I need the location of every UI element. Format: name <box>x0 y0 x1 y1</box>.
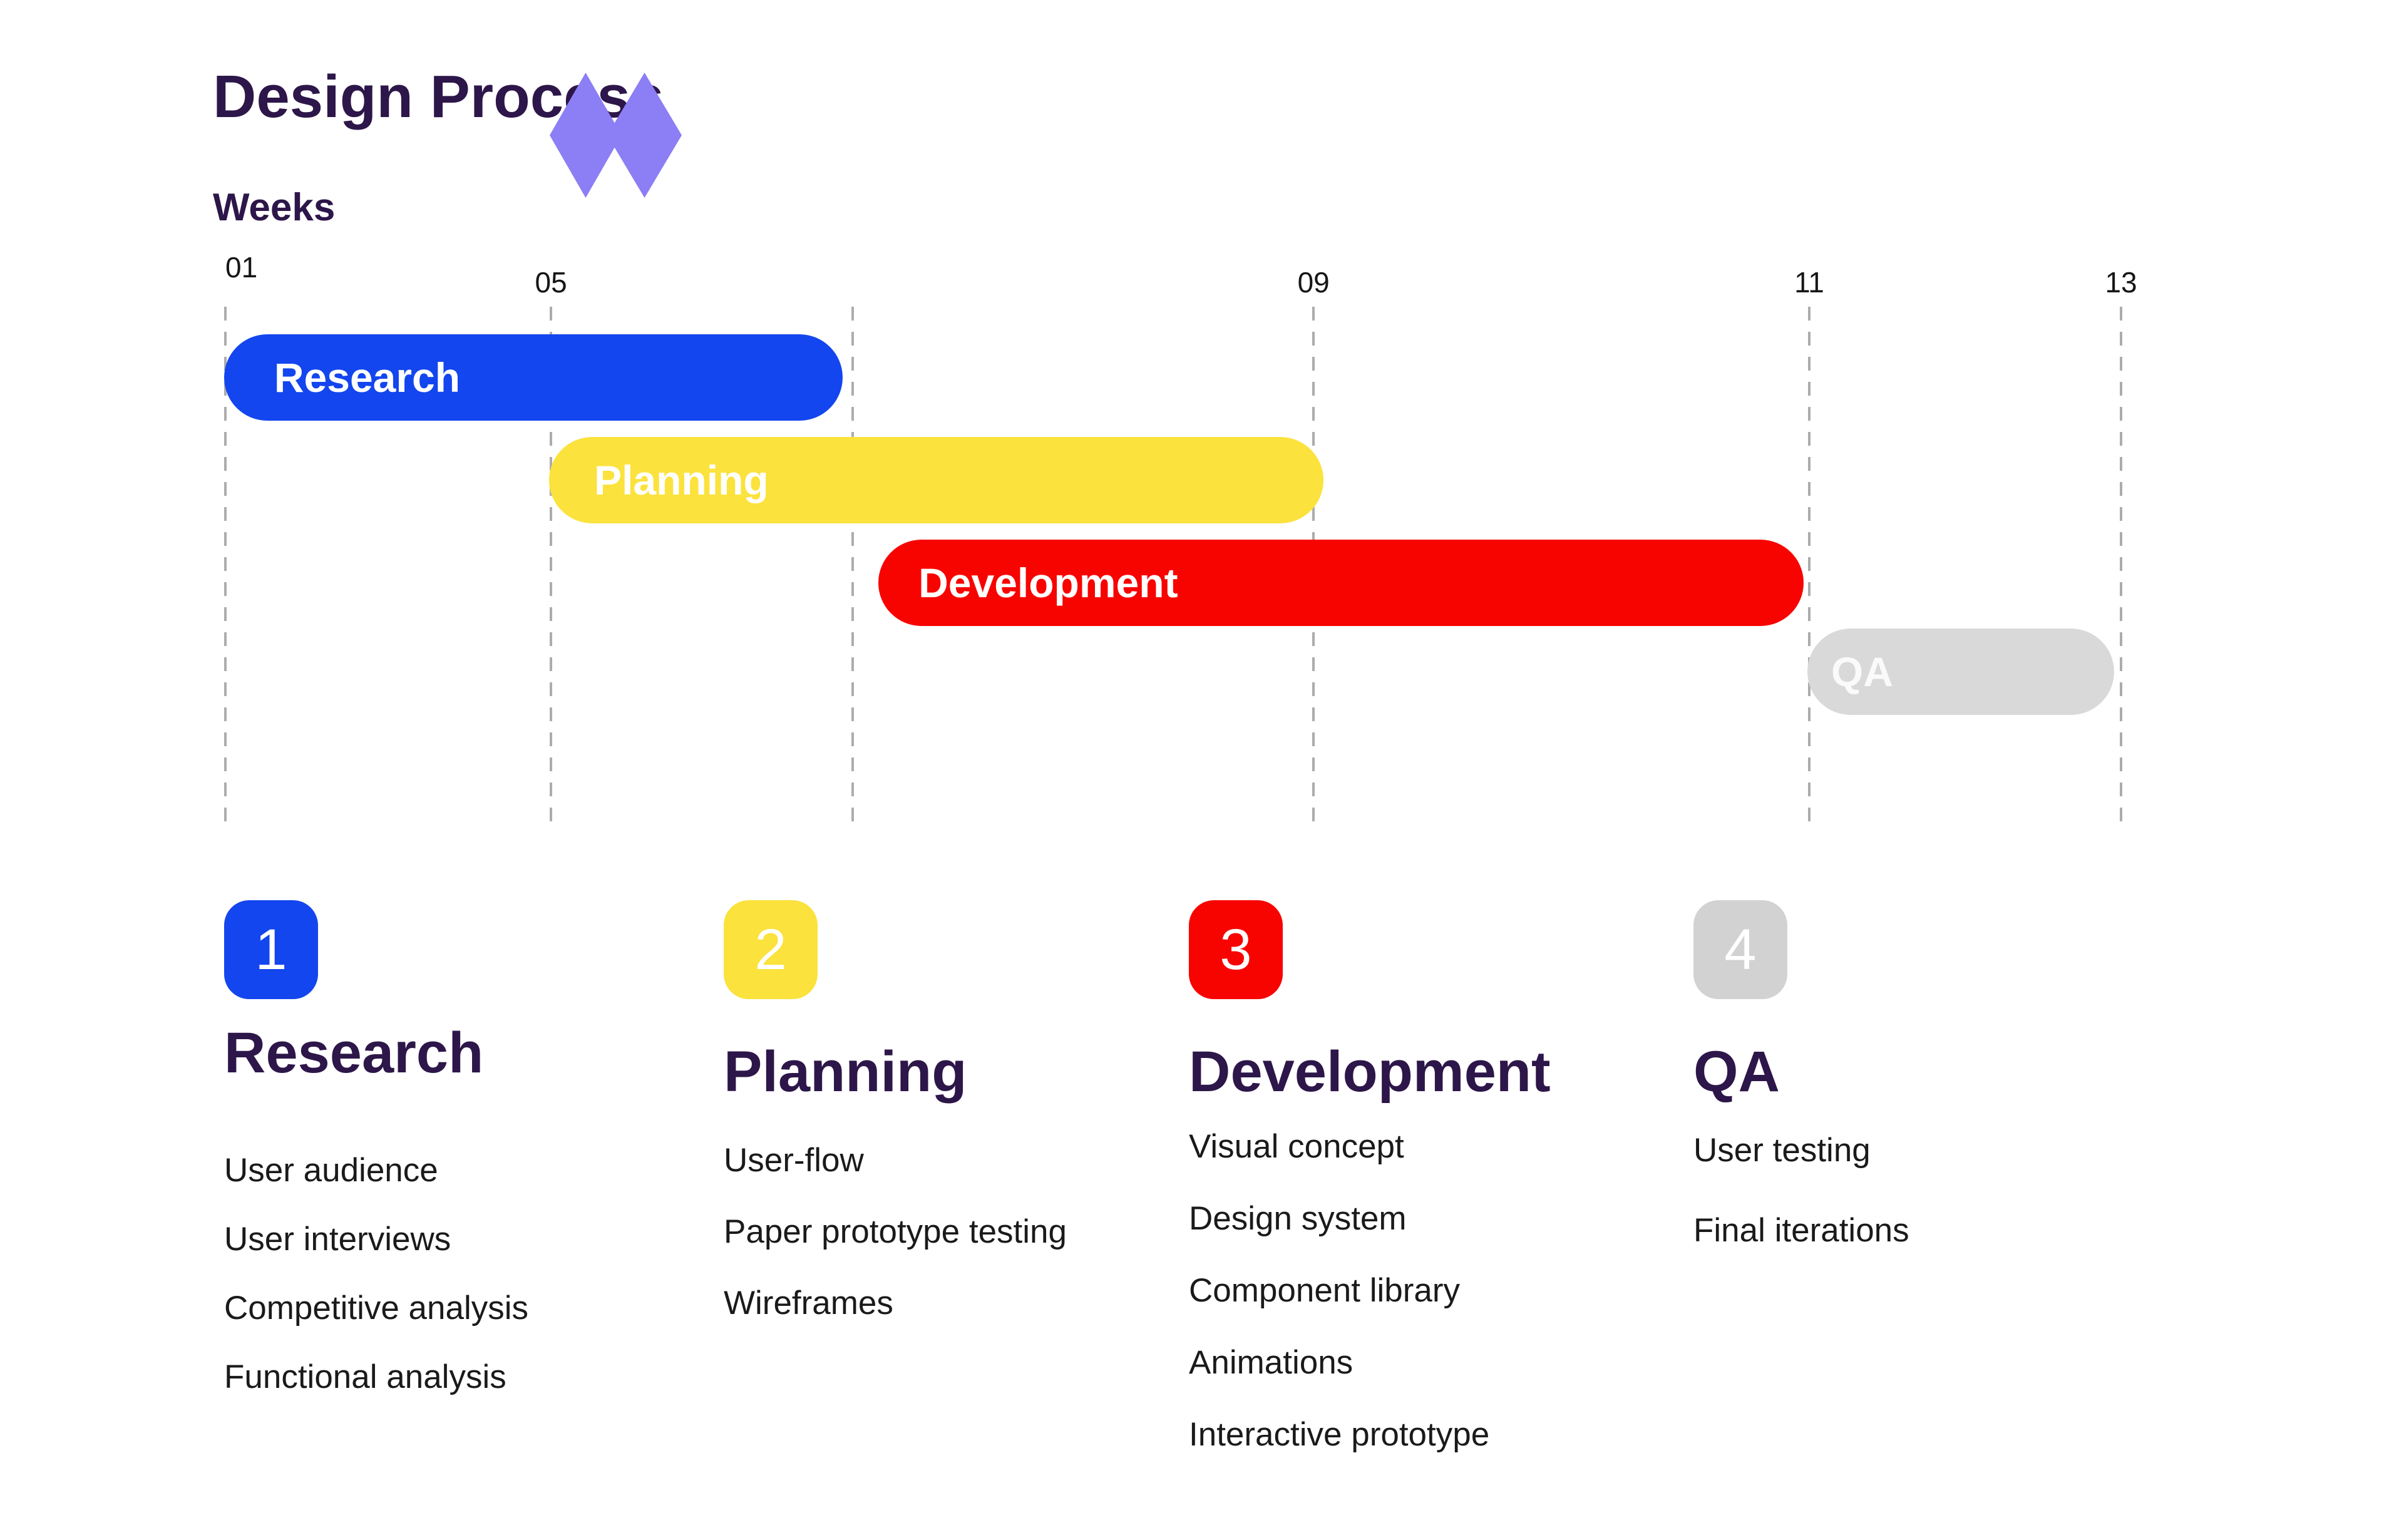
grid-line <box>550 307 553 825</box>
task-item: User testing <box>1693 1132 1871 1169</box>
task-item: User-flow <box>724 1142 864 1179</box>
gantt-bar-planning: Planning <box>549 437 1323 523</box>
task-item: Interactive prototype <box>1189 1416 1490 1453</box>
axis-title-weeks: Weeks <box>213 186 336 229</box>
phase-number-badge: 3 <box>1189 900 1283 999</box>
grid-line <box>224 307 227 825</box>
grid-line <box>851 307 855 825</box>
phase-number-badge: 2 <box>724 900 818 999</box>
task-item: Competitive analysis <box>224 1290 529 1327</box>
phase-number-badge: 1 <box>224 900 318 999</box>
gantt-bar-qa: QA <box>1807 629 2114 715</box>
task-item: Paper prototype testing <box>724 1213 1067 1250</box>
task-item: Design system <box>1189 1200 1407 1237</box>
gantt-bar-development: Development <box>878 540 1804 626</box>
phase-title: Development <box>1189 1040 1551 1104</box>
task-item: Animations <box>1189 1344 1354 1381</box>
task-item: User interviews <box>224 1221 451 1258</box>
axis-tick-label: 01 <box>225 251 258 284</box>
task-item: User audience <box>224 1152 438 1189</box>
task-item: Functional analysis <box>224 1358 506 1395</box>
phase-title: Planning <box>724 1040 967 1104</box>
task-item: Final iterations <box>1693 1212 1909 1249</box>
task-item: Component library <box>1189 1272 1461 1309</box>
axis-tick-label: 05 <box>535 266 567 299</box>
phase-title: Research <box>224 1021 484 1085</box>
task-item: Wireframes <box>724 1285 893 1322</box>
grid-line <box>2120 307 2123 825</box>
axis-tick-label: 13 <box>2105 266 2137 299</box>
phase-title: QA <box>1693 1040 1780 1104</box>
axis-tick-label: 09 <box>1297 266 1330 299</box>
axis-tick-label: 11 <box>1794 266 1824 299</box>
double-diamond-logo <box>550 73 684 199</box>
grid-line <box>1807 307 1811 825</box>
task-item: Visual concept <box>1189 1128 1404 1165</box>
phase-number-badge: 4 <box>1693 900 1787 999</box>
gantt-bar-research: Research <box>223 334 843 421</box>
